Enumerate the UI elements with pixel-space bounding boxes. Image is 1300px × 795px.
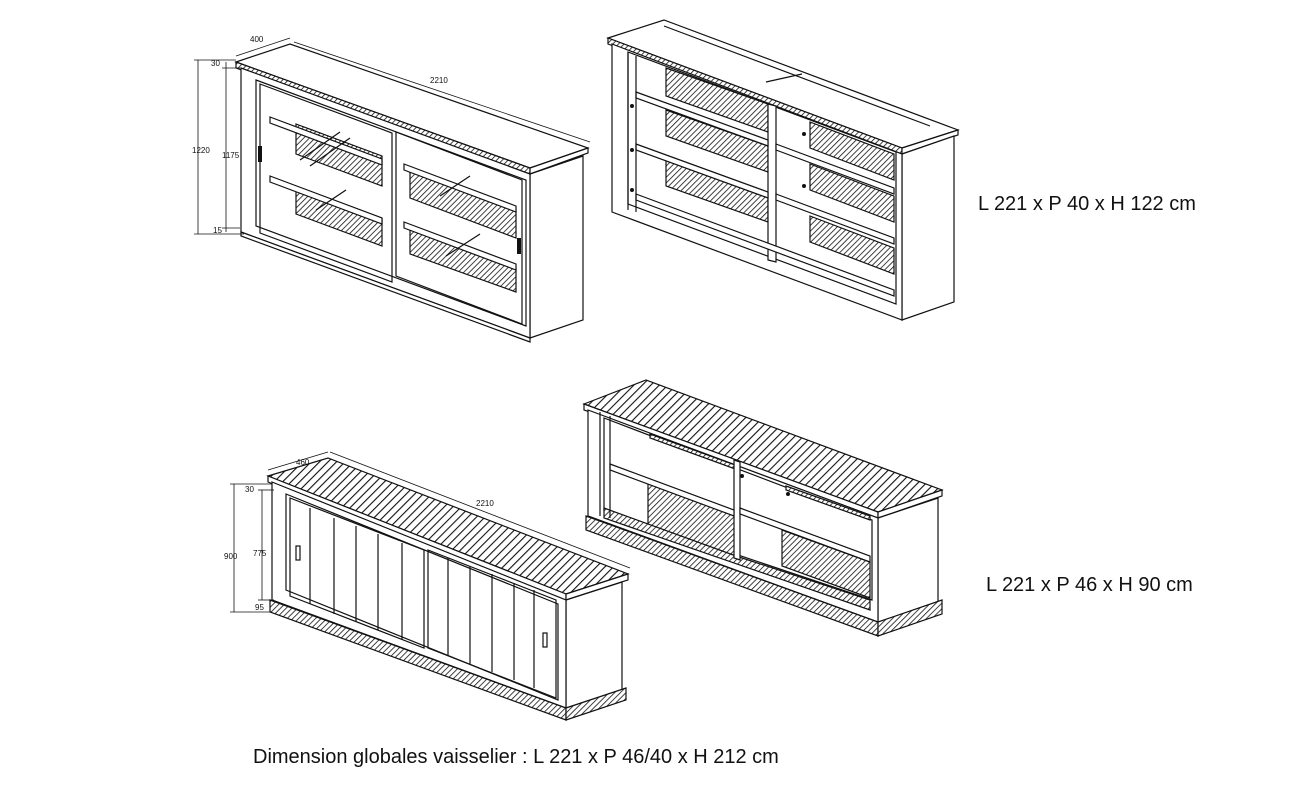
lower-open-view: [582, 379, 944, 637]
upper-depth-label: 400: [250, 35, 264, 44]
lower-unit-caption: L 221 x P 46 x H 90 cm: [986, 574, 1193, 596]
upper-height-body-label: 1175: [222, 151, 240, 160]
lower-height-body-label: 775: [253, 549, 267, 558]
lower-width-label: 2210: [476, 499, 494, 508]
upper-top-label: 30: [211, 59, 220, 68]
upper-unit-caption: L 221 x P 40 x H 122 cm: [978, 193, 1196, 215]
upper-front-view: [194, 37, 591, 343]
lower-base-label: 95: [255, 603, 264, 612]
upper-height-total-label: 1220: [192, 146, 210, 155]
upper-base-label: 15: [213, 226, 222, 235]
upper-open-view: [606, 19, 960, 321]
global-dimensions-caption: Dimension globales vaisselier : L 221 x …: [253, 746, 779, 768]
lower-front-view: [230, 451, 631, 721]
lower-height-total-label: 900: [224, 552, 238, 561]
lower-top-label: 30: [245, 485, 254, 494]
upper-front-side: [529, 155, 584, 339]
lower-depth-label: 460: [296, 458, 310, 467]
upper-width-label: 2210: [430, 76, 448, 85]
